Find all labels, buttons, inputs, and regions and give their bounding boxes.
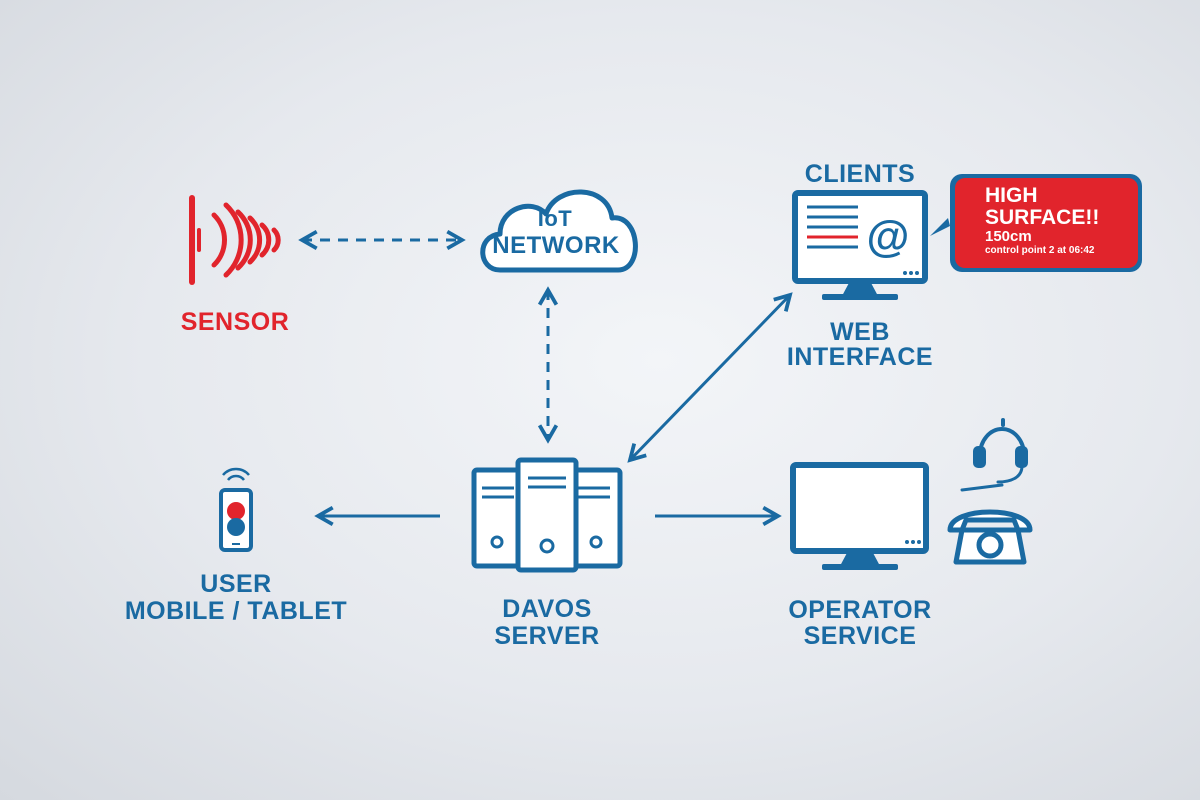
alert-line1: HIGH bbox=[985, 184, 1038, 207]
alert-bubble bbox=[930, 174, 1142, 272]
monitor-icon bbox=[790, 462, 929, 570]
clients-label: CLIENTS bbox=[804, 160, 916, 188]
web-label-line1: WEB bbox=[830, 318, 890, 346]
telephone-icon bbox=[947, 509, 1033, 565]
user-label-line2: MOBILE / TABLET bbox=[124, 597, 348, 625]
sensor-wave-icon bbox=[189, 195, 281, 285]
alert-message: HIGH SURFACE!! 150cm control point 2 at … bbox=[955, 178, 1138, 268]
server-label-line2: SERVER bbox=[494, 622, 600, 650]
server-icon bbox=[471, 457, 623, 573]
sensor-label: SENSOR bbox=[180, 308, 290, 336]
operator-label-line1: OPERATOR bbox=[788, 596, 932, 624]
operator-label-line2: SERVICE bbox=[803, 622, 917, 650]
alert-detail: control point 2 at 06:42 bbox=[985, 245, 1095, 256]
web-label-line2: INTERFACE bbox=[786, 343, 934, 371]
user-label-line1: USER bbox=[200, 570, 272, 598]
server-web-link bbox=[627, 292, 793, 463]
iot-label-line1: IoT bbox=[537, 206, 573, 231]
server-label-line1: DAVOS bbox=[502, 595, 592, 623]
monitor-email-icon: @ bbox=[792, 190, 928, 300]
svg-text:@: @ bbox=[867, 212, 910, 261]
cloud-icon bbox=[480, 189, 638, 273]
alert-value: 150cm bbox=[985, 228, 1032, 245]
mobile-phone-icon bbox=[219, 467, 253, 552]
headset-icon bbox=[960, 418, 1028, 492]
alert-line2: SURFACE!! bbox=[985, 206, 1100, 229]
iot-label-line2: NETWORK bbox=[492, 232, 620, 259]
